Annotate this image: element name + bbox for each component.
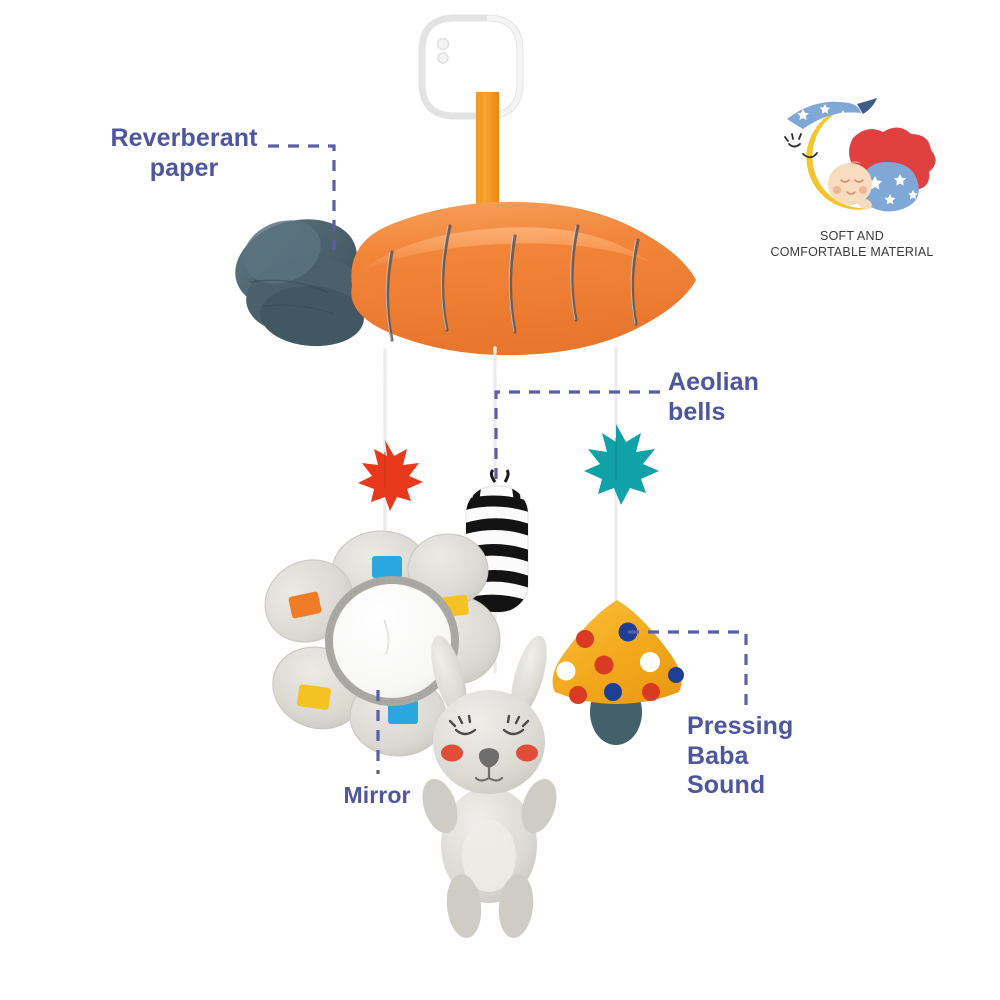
annotation-label-pressing-baba-sound: Pressing Baba Sound <box>687 712 794 799</box>
flower-mirror <box>264 530 501 757</box>
carrot-leaves <box>235 219 366 347</box>
badge-caption: SOFT AND COMFORTABLE MATERIAL <box>770 229 934 259</box>
red-leaf <box>358 440 423 511</box>
soft-material-badge: SOFT AND COMFORTABLE MATERIAL <box>752 96 952 260</box>
ribbon-tag <box>288 591 322 619</box>
annotation-label-reverberant-paper: Reverberant paper <box>110 124 258 182</box>
ribbon-tag <box>388 700 418 724</box>
annotation-label-aeolian-bells: Aeolian bells <box>668 368 759 426</box>
orange-strap <box>476 92 499 212</box>
ribbon-tag <box>297 684 331 710</box>
hanging-clip-ring <box>418 14 524 120</box>
bunny-plush <box>422 635 557 938</box>
mushroom-rattle <box>552 600 684 745</box>
mirror-glass[interactable] <box>333 584 451 698</box>
teal-leaf <box>584 424 659 505</box>
annotation-label-mirror: Mirror <box>343 782 411 808</box>
carrot-body <box>351 201 696 356</box>
sleeping-moon-baby-icon <box>771 98 936 212</box>
ribbon-tag <box>372 556 402 578</box>
